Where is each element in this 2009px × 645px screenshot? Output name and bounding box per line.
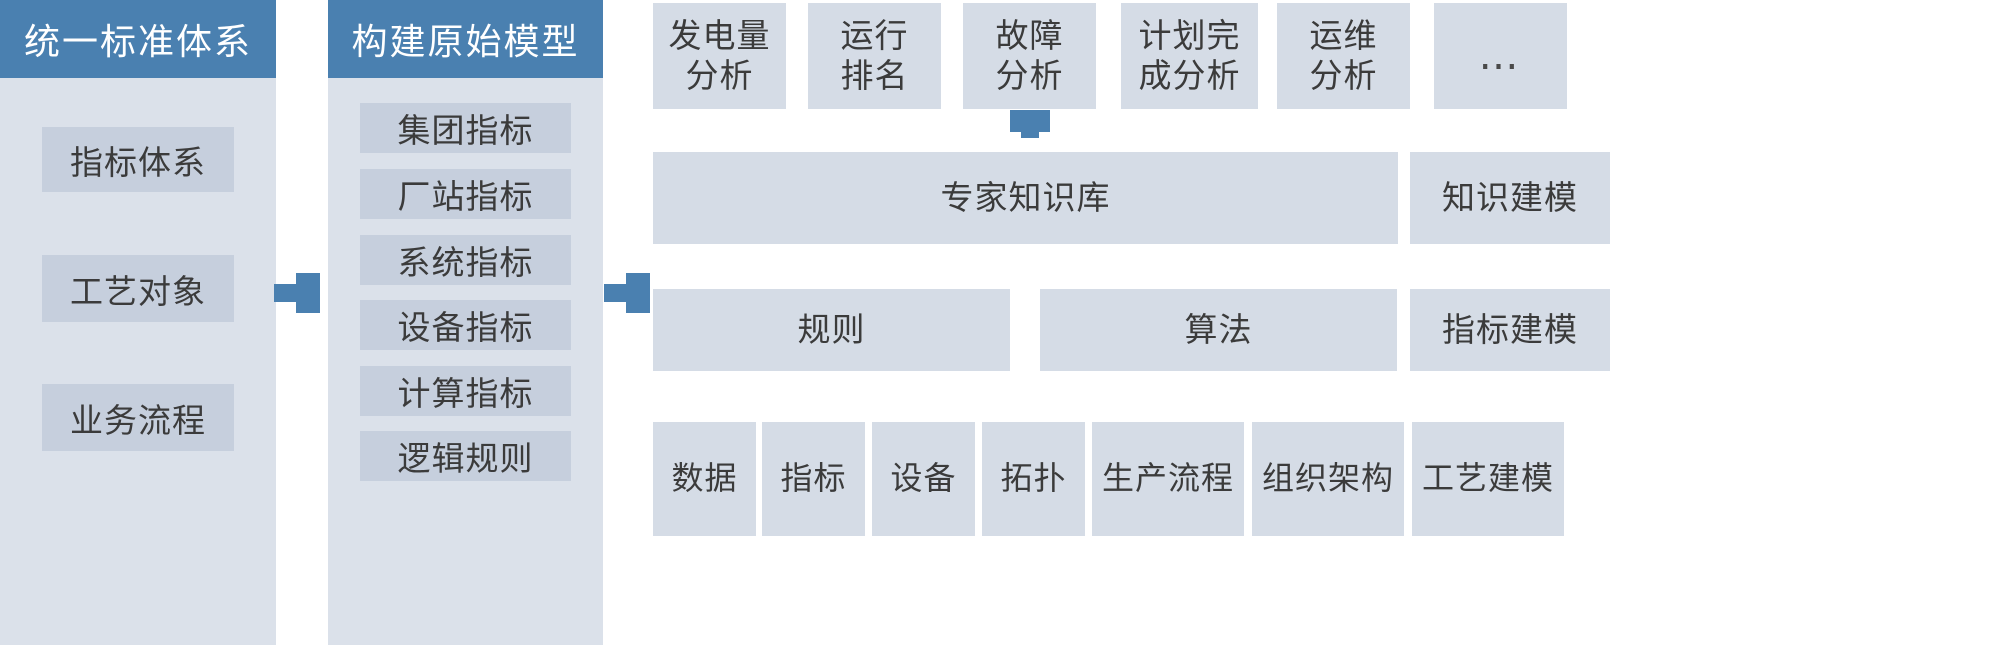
tile-indicator[interactable]: 指标 (762, 422, 865, 536)
chip-logic-rule[interactable]: 逻辑规则 (360, 431, 571, 481)
panel-model-title: 构建原始模型 (328, 0, 603, 78)
tile-indicator-modeling[interactable]: 指标建模 (1410, 289, 1610, 371)
tile-data[interactable]: 数据 (653, 422, 756, 536)
arrow-head (1010, 110, 1050, 132)
chip-calculated-indicator[interactable]: 计算指标 (360, 366, 571, 416)
tile-production-process[interactable]: 生产流程 (1092, 422, 1244, 536)
tile-equipment[interactable]: 设备 (872, 422, 975, 536)
panel-standards-title: 统一标准体系 (0, 0, 276, 78)
arrow-model-to-knowledge (604, 273, 650, 313)
tile-algorithms[interactable]: 算法 (1040, 289, 1397, 371)
tile-rules[interactable]: 规则 (653, 289, 1010, 371)
tile-maintenance-analysis[interactable]: 运维 分析 (1277, 3, 1410, 109)
chip-group-indicator[interactable]: 集团指标 (360, 103, 571, 153)
chip-system-indicator[interactable]: 系统指标 (360, 235, 571, 285)
panel-standards: 统一标准体系 指标体系 工艺对象 业务流程 (0, 0, 276, 645)
chip-plant-indicator[interactable]: 厂站指标 (360, 169, 571, 219)
chip-business-process[interactable]: 业务流程 (42, 384, 234, 451)
arrow-standards-to-model (274, 273, 320, 313)
arrow-head (296, 273, 320, 313)
tile-fault-analysis[interactable]: 故障 分析 (963, 3, 1096, 109)
tile-plan-completion-analysis[interactable]: 计划完 成分析 (1121, 3, 1258, 109)
arrow-shaft (274, 284, 300, 302)
panel-model: 构建原始模型 集团指标 厂站指标 系统指标 设备指标 计算指标 逻辑规则 (328, 0, 603, 645)
tile-knowledge-modeling[interactable]: 知识建模 (1410, 152, 1610, 244)
chip-process-object[interactable]: 工艺对象 (42, 255, 234, 322)
chip-indicator-system[interactable]: 指标体系 (42, 127, 234, 192)
tile-more-analysis[interactable]: … (1434, 3, 1567, 109)
tile-expert-knowledge-base[interactable]: 专家知识库 (653, 152, 1398, 244)
arrow-shaft (604, 284, 630, 302)
tile-operation-ranking[interactable]: 运行 排名 (808, 3, 941, 109)
tile-power-generation-analysis[interactable]: 发电量 分析 (653, 3, 786, 109)
tile-topology[interactable]: 拓扑 (982, 422, 1085, 536)
arrow-fault-analysis-to-knowledge (1010, 110, 1050, 156)
arrow-head (626, 273, 650, 313)
chip-device-indicator[interactable]: 设备指标 (360, 300, 571, 350)
tile-process-modeling[interactable]: 工艺建模 (1412, 422, 1564, 536)
tile-organization-structure[interactable]: 组织架构 (1252, 422, 1404, 536)
